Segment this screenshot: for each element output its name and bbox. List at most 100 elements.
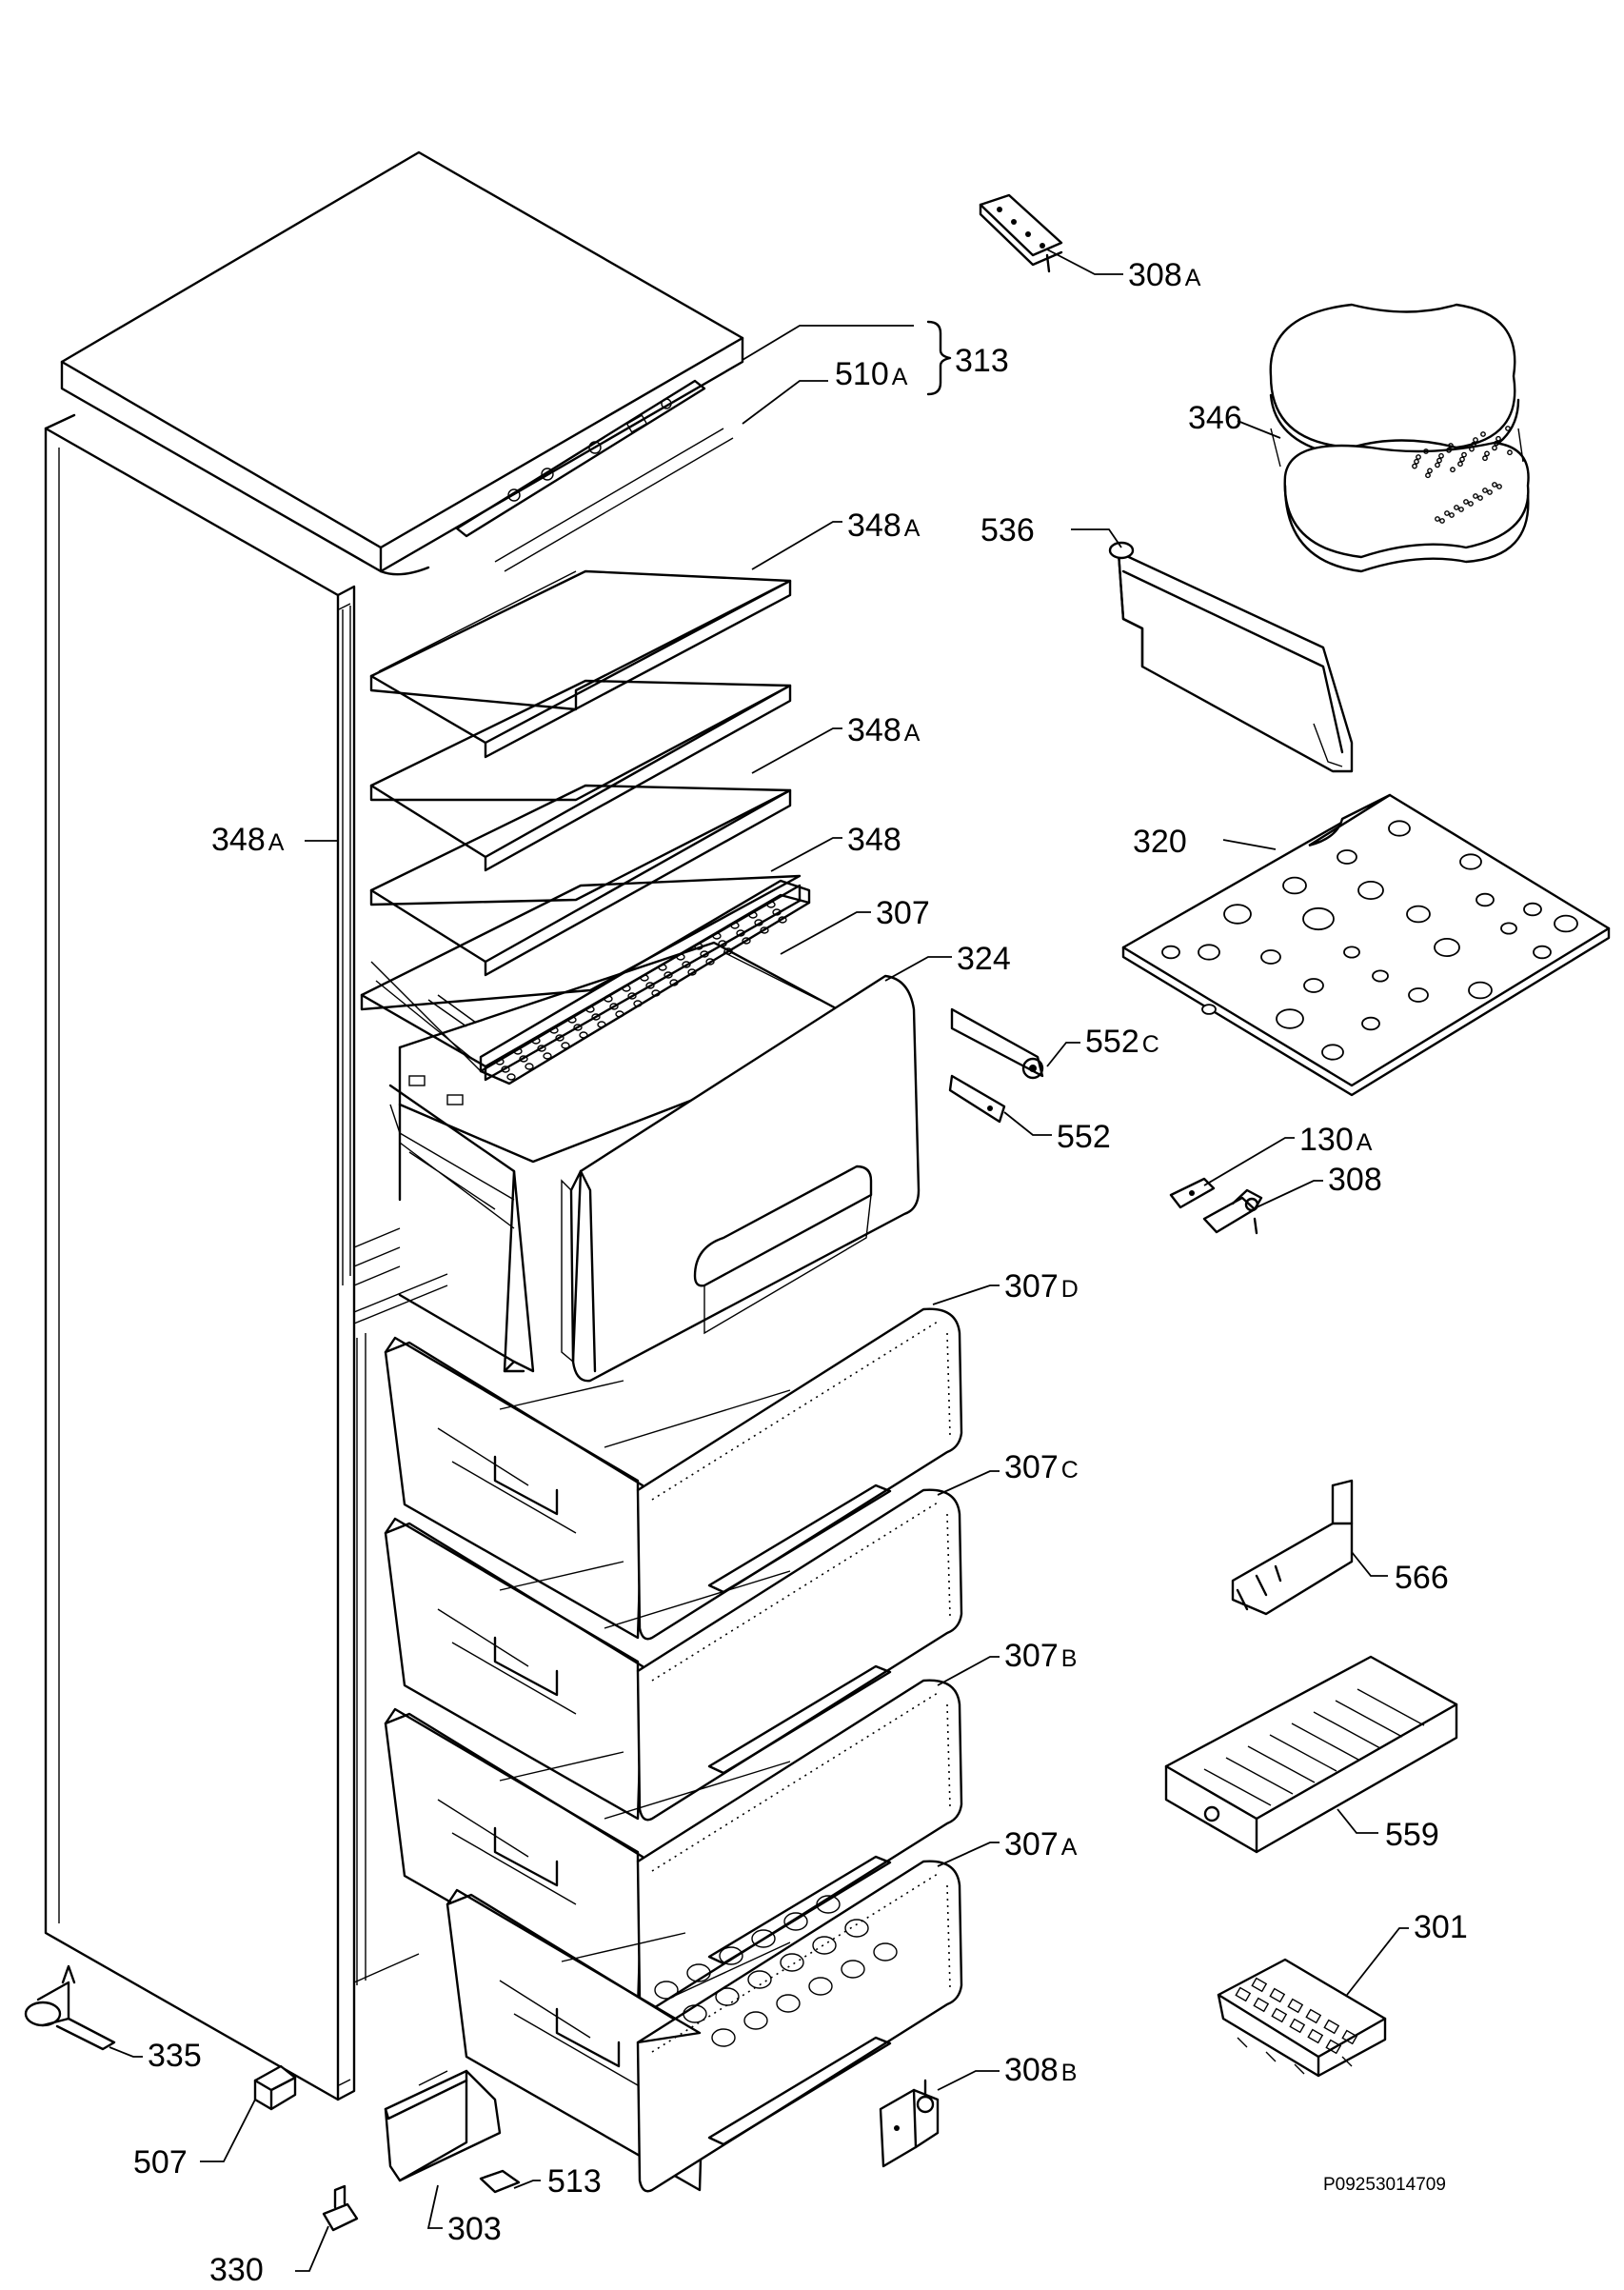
plate-hole	[1303, 978, 1324, 993]
grille-hole	[579, 1031, 588, 1039]
grille-hole	[543, 1052, 552, 1060]
grille-hole	[591, 1013, 601, 1021]
ice-cell	[1253, 1997, 1270, 2013]
part-number: 559	[1385, 1817, 1439, 1853]
part-number: 510	[835, 356, 889, 392]
drawer-floor-hole	[816, 1895, 841, 1914]
grille-hole	[754, 919, 763, 926]
perforation	[1425, 472, 1431, 479]
grille-hole	[766, 901, 776, 908]
plate-hole	[1223, 904, 1252, 925]
perforation	[1507, 449, 1513, 456]
part-number: 307	[1004, 1638, 1059, 1674]
ice-cell	[1307, 2028, 1324, 2044]
drawer-floor-hole	[743, 2011, 768, 2030]
part-suffix: C	[1061, 1457, 1079, 1484]
part-label-559: 559	[1385, 1817, 1439, 1853]
perforation	[1496, 484, 1502, 489]
cabinet-body	[44, 413, 448, 2101]
part-number: 507	[133, 2144, 188, 2180]
grille-hole	[501, 1065, 510, 1073]
filter-513	[479, 2169, 521, 2194]
plate-hole	[1343, 946, 1360, 959]
part-label-346: 346	[1188, 400, 1242, 436]
grille-hole	[700, 950, 709, 958]
glass-shelf-2	[369, 679, 792, 872]
drawer-floor-hole	[776, 1994, 801, 2013]
grille-hole	[627, 992, 637, 1000]
part-label-324: 324	[957, 941, 1011, 977]
part-suffix: C	[1142, 1031, 1159, 1058]
part-label-308: 308	[1328, 1162, 1382, 1198]
plate-hole	[1388, 820, 1411, 837]
drawer-floor-hole	[686, 1963, 711, 1982]
plate-hole	[1201, 1004, 1217, 1015]
flap-door-324	[561, 974, 921, 1383]
plate-hole	[1523, 902, 1542, 917]
adjustable-foot-330	[322, 2184, 359, 2232]
perforation	[1448, 443, 1454, 448]
part-number: 513	[547, 2163, 602, 2200]
drawer-floor-hole	[841, 1960, 865, 1979]
perforation	[1446, 447, 1452, 453]
perforation	[1482, 488, 1488, 493]
part-number: 130	[1299, 1122, 1354, 1158]
part-label-348: 348	[847, 822, 901, 858]
perforation	[1449, 512, 1455, 518]
plate-hole	[1459, 853, 1482, 870]
ice-cell	[1287, 1998, 1304, 2014]
freezer-drawer	[384, 1488, 963, 1822]
ridge	[1291, 1722, 1359, 1761]
ice-cell	[1325, 2039, 1342, 2055]
part-number: 536	[980, 512, 1035, 548]
ice-cell	[1269, 1987, 1286, 2003]
part-number: 313	[955, 343, 1009, 379]
perforation	[1438, 452, 1444, 459]
plate-hole	[1276, 1008, 1304, 1029]
part-number: 348	[847, 508, 901, 544]
plate-hole	[1302, 906, 1335, 931]
glass-shelf-3	[369, 784, 792, 977]
part-label-313: 313	[955, 343, 1009, 379]
grille-hole	[663, 971, 673, 979]
perforation	[1487, 489, 1493, 495]
part-number: 308	[1328, 1162, 1382, 1198]
part-number: 348	[211, 822, 266, 858]
part-label-335: 335	[148, 2038, 202, 2074]
part-suffix: B	[1061, 1645, 1078, 1672]
ridge	[1357, 1688, 1425, 1726]
drawer-floor-hole	[780, 1953, 804, 1972]
part-label-536: 536	[980, 512, 1035, 548]
grille-hole	[730, 922, 740, 929]
part-label-552: 552	[1057, 1119, 1111, 1155]
grille-hole	[658, 964, 667, 971]
ridge	[1313, 1711, 1381, 1749]
grille-hole	[760, 926, 769, 934]
grille-hole	[778, 916, 787, 924]
perforation	[1435, 516, 1440, 522]
part-number: 307	[1004, 1449, 1059, 1485]
plate-hole	[1372, 969, 1389, 983]
part-suffix: A	[268, 829, 285, 856]
drawer-floor-hole	[812, 1936, 837, 1955]
plate-hole	[1337, 849, 1357, 865]
perforation	[1459, 456, 1465, 463]
grille-hole	[645, 982, 655, 989]
drawer-floor-hole	[747, 1970, 772, 1989]
perforation	[1439, 518, 1445, 524]
grille-hole	[687, 968, 697, 976]
perforation	[1416, 454, 1421, 460]
part-label-320: 320	[1133, 824, 1187, 860]
hinge-308a	[979, 193, 1063, 273]
part-number: 307	[1004, 1268, 1059, 1304]
grille-hole	[633, 1000, 643, 1007]
drawer-floor-hole	[711, 2028, 736, 2047]
grille-hole	[604, 995, 613, 1003]
drawer-floor-hole	[654, 1981, 679, 2000]
